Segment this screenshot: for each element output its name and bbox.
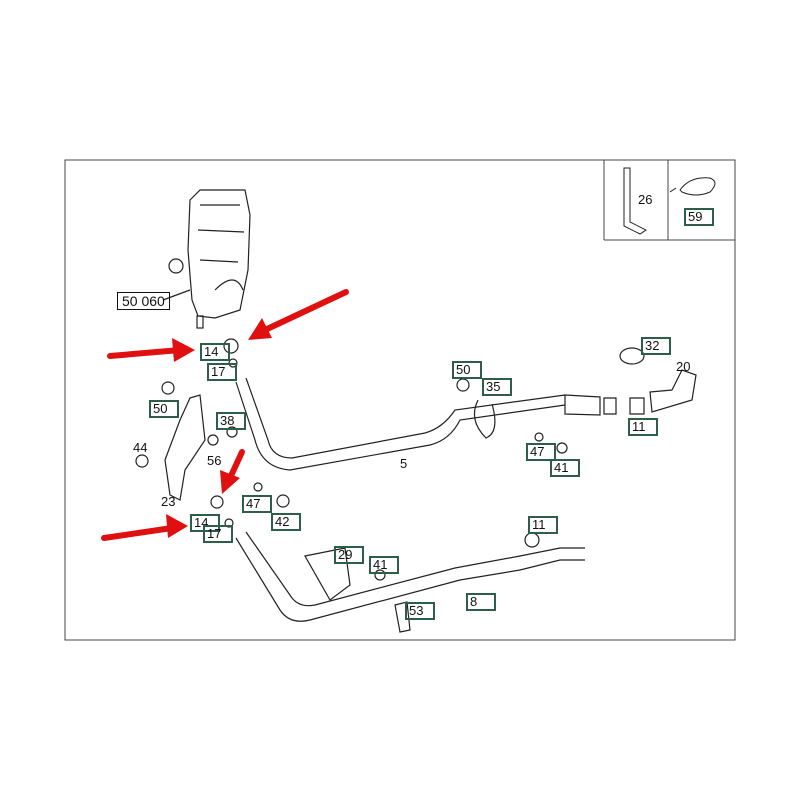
pipe-5	[235, 347, 697, 471]
pipe-8	[235, 531, 585, 633]
arrow-down-left-top-icon	[248, 289, 349, 340]
label-42: 42	[271, 513, 301, 531]
label-8: 8	[466, 593, 496, 611]
red-arrows	[101, 289, 349, 541]
bracket-23	[135, 338, 290, 528]
label-29: 29	[334, 546, 364, 564]
label-59: 59	[684, 208, 714, 226]
label-47-mid: 47	[242, 495, 272, 513]
arrow-right-top-icon	[107, 338, 195, 362]
label-50-right: 50	[452, 361, 482, 379]
label-44: 44	[133, 440, 148, 455]
label-50-left: 50	[149, 400, 179, 418]
clip-59-icon	[669, 177, 716, 196]
label-23: 23	[161, 494, 176, 509]
label-14-top: 14	[200, 343, 230, 361]
label-11-low: 11	[528, 516, 558, 534]
diagram-frame	[64, 159, 736, 641]
label-11-right: 11	[628, 418, 658, 436]
label-17-low: 17	[203, 525, 233, 543]
label-5: 5	[400, 456, 408, 471]
heater-unit	[162, 189, 251, 329]
label-56: 56	[207, 453, 222, 468]
label-32: 32	[641, 337, 671, 355]
bracket-26-icon	[623, 167, 647, 235]
label-38: 38	[216, 412, 246, 430]
label-41-right: 41	[550, 459, 580, 477]
arrow-down-mid-icon	[220, 449, 245, 494]
label-41-low: 41	[369, 556, 399, 574]
arrow-right-low-icon	[101, 514, 188, 541]
label-47-right: 47	[526, 443, 556, 461]
label-26: 26	[638, 192, 653, 207]
label-50060: 50 060	[117, 292, 170, 310]
label-53: 53	[405, 602, 435, 620]
label-35: 35	[482, 378, 512, 396]
label-20: 20	[676, 359, 691, 374]
inset-box	[603, 160, 735, 241]
label-17-top: 17	[207, 363, 237, 381]
